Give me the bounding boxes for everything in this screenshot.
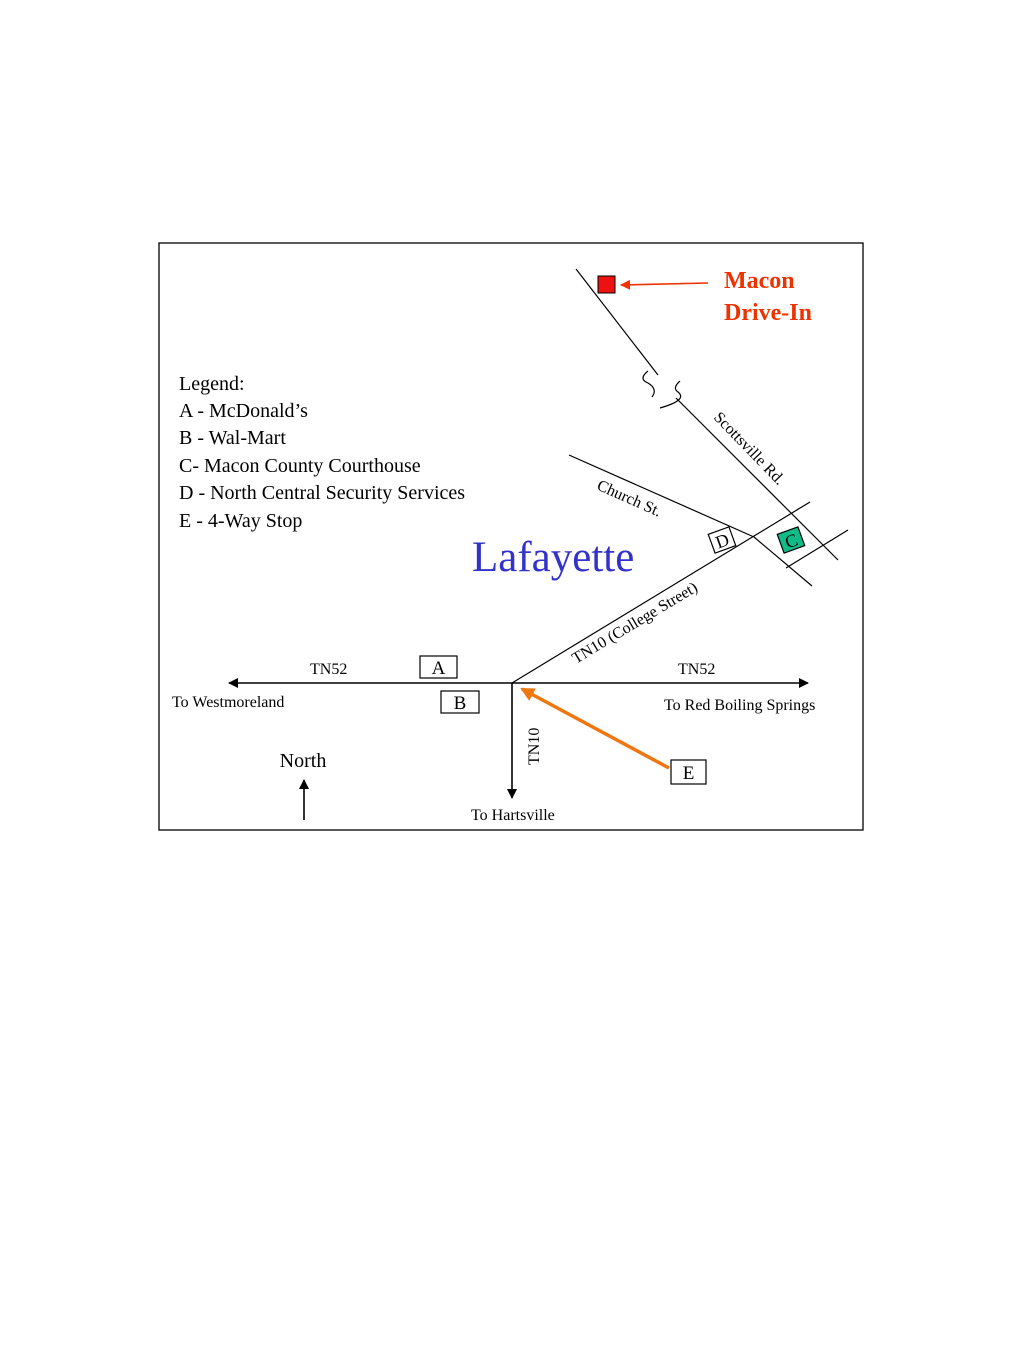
north-label: North	[280, 750, 327, 772]
courthouse-street-south	[785, 529, 849, 569]
tn52-west-label: TN52	[310, 661, 347, 678]
road-break-icon	[659, 380, 682, 409]
stop-pointer-arrow	[520, 687, 670, 770]
direction-south-label: To Hartsville	[471, 807, 555, 824]
drive-in-pointer-arrow	[620, 279, 709, 290]
destination-label-line1: Macon	[724, 268, 795, 294]
courthouse-street-west	[753, 536, 813, 587]
map-frame	[158, 242, 864, 831]
road-break-icon	[642, 370, 655, 398]
marker-d-box	[707, 526, 737, 554]
destination-label-line2: Drive-In	[724, 300, 812, 326]
scottsville-road-lower	[675, 397, 839, 561]
legend-item: A - McDonald’s	[179, 400, 308, 422]
marker-c-box	[776, 526, 806, 554]
legend-item: E - 4-Way Stop	[179, 510, 302, 532]
drive-in-marker	[597, 275, 616, 294]
legend-item: C- Macon County Courthouse	[179, 455, 421, 477]
marker-e-box	[670, 759, 707, 785]
marker-b-label: B	[454, 693, 467, 714]
tn52-east-label: TN52	[678, 661, 715, 678]
marker-a-box	[419, 655, 458, 679]
college-street-road	[511, 501, 811, 684]
direction-west-label: To Westmoreland	[172, 694, 284, 711]
marker-b-box	[440, 690, 480, 714]
direction-east-label: To Red Boiling Springs	[664, 697, 815, 714]
legend-item: D - North Central Security Services	[179, 482, 465, 504]
legend-heading: Legend:	[179, 373, 245, 395]
legend-item: B - Wal-Mart	[179, 427, 286, 449]
marker-a-label: A	[432, 658, 446, 679]
marker-d-label: D	[713, 529, 732, 552]
town-name: Lafayette	[472, 534, 634, 581]
tn10-south-label: TN10	[526, 728, 543, 765]
marker-e-label: E	[683, 763, 695, 784]
scottsville-road-upper	[575, 268, 659, 376]
church-street-road	[568, 454, 755, 538]
